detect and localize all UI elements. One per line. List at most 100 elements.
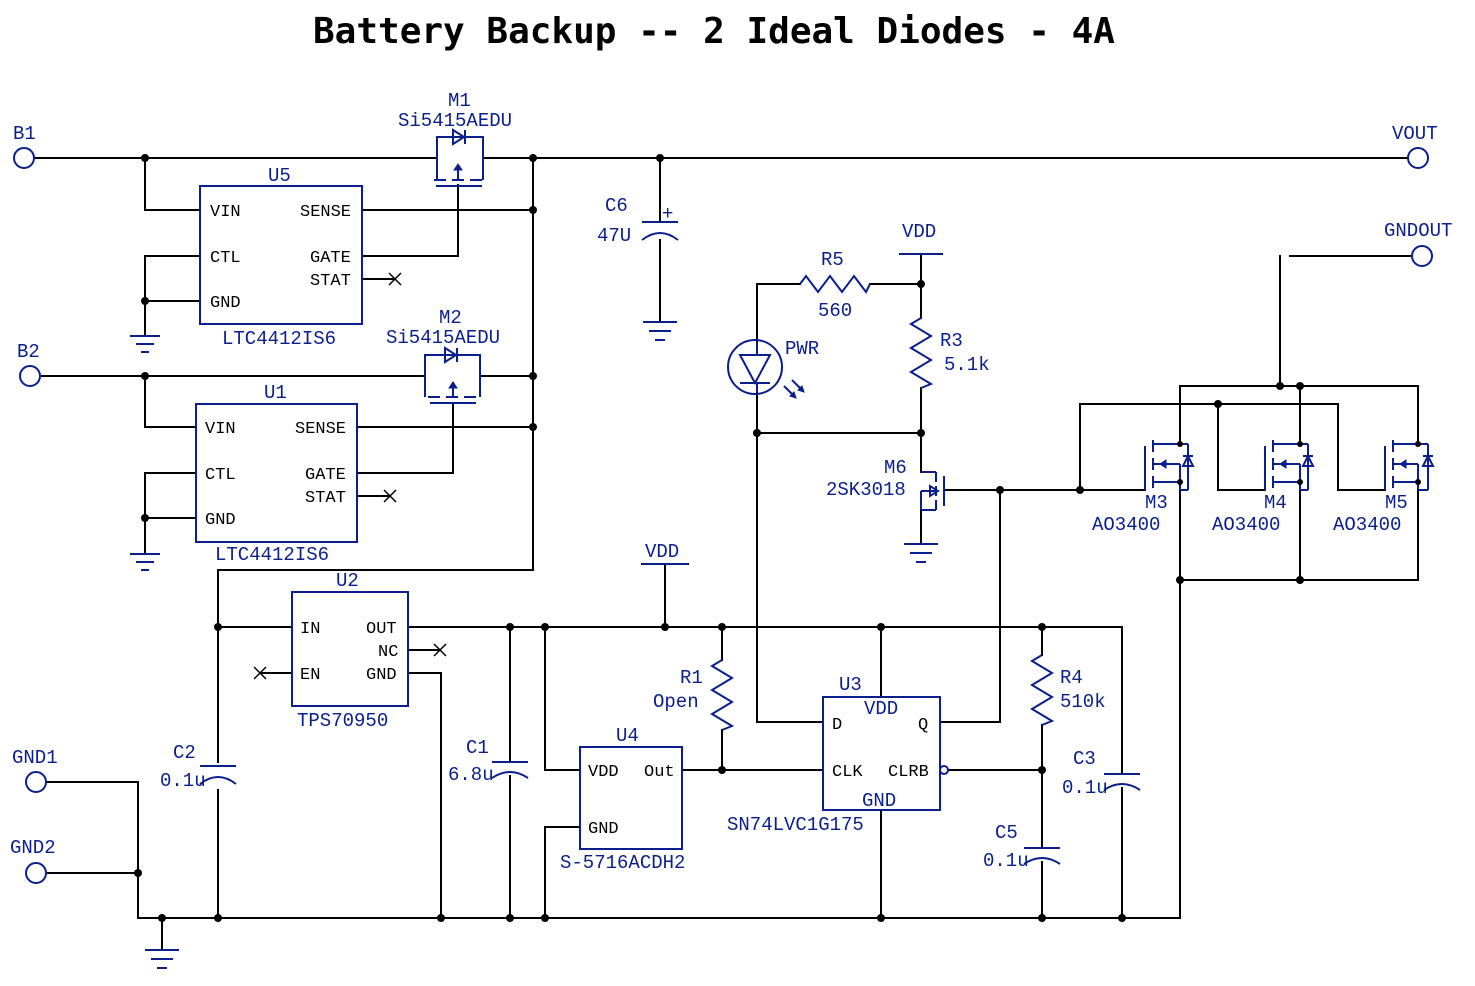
mosfet-m5[interactable]: M5 AO3400 <box>1333 440 1435 536</box>
port-gndout-label: GNDOUT <box>1384 220 1452 242</box>
c6-polarity: + <box>662 203 673 225</box>
u5-pin-gnd: GND <box>210 294 241 313</box>
capacitor-c2[interactable]: C2 0.1u <box>160 742 237 792</box>
c6-ref: C6 <box>605 195 628 217</box>
u2-pin-en: EN <box>300 666 320 685</box>
no-connect-marks <box>253 272 447 680</box>
u5-pin-gate: GATE <box>310 249 351 268</box>
junction-dot <box>158 914 166 922</box>
u4-pin-gnd: GND <box>588 820 619 839</box>
resistor-r3[interactable]: R3 5.1k <box>909 317 990 389</box>
ic-u4[interactable]: U4 S-5716ACDH2 VDD Out GND <box>560 725 685 874</box>
u4-pin-out: Out <box>644 763 675 782</box>
junction-dot <box>1118 914 1126 922</box>
u3-pin-q: Q <box>918 716 928 735</box>
junction-dots <box>134 154 1304 922</box>
r1-value: Open <box>653 691 699 713</box>
u4-ref: U4 <box>616 725 639 747</box>
port-gnd2[interactable]: GND2 <box>10 837 56 884</box>
u5-part: LTC4412IS6 <box>222 328 336 350</box>
port-vout-label: VOUT <box>1392 123 1438 145</box>
junction-dot <box>529 372 537 380</box>
mosfet-m4[interactable]: M4 AO3400 <box>1212 440 1315 536</box>
ground-symbol-m6 <box>904 543 938 563</box>
ground-symbol-c6 <box>643 321 677 341</box>
port-b2[interactable]: B2 <box>17 341 41 387</box>
ic-u3[interactable]: U3 SN74LVC1G175 D CLK VDD Q CLRB GND <box>727 674 949 836</box>
u2-pin-in: IN <box>300 620 320 639</box>
m3-part: AO3400 <box>1092 514 1160 536</box>
m3-ref: M3 <box>1145 492 1168 514</box>
junction-dot <box>661 623 669 631</box>
u2-part: TPS70950 <box>297 710 388 732</box>
m1-part: Si5415AEDU <box>398 110 512 132</box>
ic-u5[interactable]: U5 LTC4412IS6 VIN CTL GND SENSE GATE STA… <box>199 165 363 350</box>
junction-dot <box>141 372 149 380</box>
ground-symbol-main <box>145 949 179 969</box>
schematic-title: Battery Backup -- 2 Ideal Diodes - 4A <box>313 11 1115 52</box>
ic-u2[interactable]: U2 TPS70950 IN EN OUT NC GND <box>291 570 409 732</box>
m4-ref: M4 <box>1264 492 1287 514</box>
u1-pin-gate: GATE <box>305 466 346 485</box>
u4-pin-vdd: VDD <box>588 763 619 782</box>
m6-part: 2SK3018 <box>826 479 906 501</box>
port-gnd1[interactable]: GND1 <box>12 747 58 793</box>
port-gndout[interactable]: GNDOUT <box>1384 220 1452 267</box>
c5-value: 0.1u <box>983 850 1029 872</box>
u3-pin-gnd: GND <box>862 790 896 812</box>
u3-pin-clrb: CLRB <box>888 763 929 782</box>
u3-pin-d: D <box>832 716 842 735</box>
c3-ref: C3 <box>1073 748 1096 770</box>
capacitor-c5[interactable]: C5 0.1u <box>983 822 1061 872</box>
led-pwr[interactable]: PWR <box>727 338 819 399</box>
junction-dot <box>1296 382 1304 390</box>
port-vout[interactable]: VOUT <box>1392 123 1438 169</box>
resistor-r1[interactable]: R1 Open <box>653 659 735 731</box>
m6-ref: M6 <box>884 457 907 479</box>
m1-ref: M1 <box>448 90 471 112</box>
port-gnd2-label: GND2 <box>10 837 56 859</box>
capacitor-c1[interactable]: C1 6.8u <box>448 737 529 786</box>
mosfet-m2[interactable]: M2 Si5415AEDU <box>386 307 500 404</box>
no-connect-u2-nc <box>433 643 447 657</box>
junction-dot <box>506 914 514 922</box>
junction-dot <box>529 423 537 431</box>
mosfet-m1[interactable]: M1 Si5415AEDU <box>398 90 512 187</box>
junction-dot <box>1176 576 1184 584</box>
no-connect-u5-stat <box>388 272 402 286</box>
port-b1[interactable]: B1 <box>13 123 36 169</box>
u5-ref: U5 <box>268 165 291 187</box>
port-b2-label: B2 <box>17 341 40 363</box>
junction-dot <box>437 914 445 922</box>
r1-ref: R1 <box>680 667 703 689</box>
mosfet-m3[interactable]: M3 AO3400 <box>1092 440 1195 536</box>
c3-value: 0.1u <box>1062 777 1108 799</box>
junction-dot <box>917 429 925 437</box>
ic-u1[interactable]: U1 LTC4412IS6 VIN CTL GND SENSE GATE STA… <box>195 382 358 566</box>
capacitor-c3[interactable]: C3 0.1u <box>1062 748 1141 799</box>
capacitor-c6[interactable]: + C6 47U <box>597 195 679 247</box>
u3-ref: U3 <box>839 674 862 696</box>
vdd-label-top: VDD <box>902 221 936 243</box>
c2-ref: C2 <box>173 742 196 764</box>
m5-part: AO3400 <box>1333 514 1401 536</box>
junction-dot <box>656 154 664 162</box>
c1-value: 6.8u <box>448 764 494 786</box>
r3-value: 5.1k <box>944 354 990 376</box>
u2-pin-out: OUT <box>366 620 397 639</box>
junction-dot <box>541 623 549 631</box>
port-b1-label: B1 <box>13 123 36 145</box>
resistor-r5[interactable]: R5 560 <box>799 249 871 322</box>
m2-part: Si5415AEDU <box>386 327 500 349</box>
junction-dot <box>1214 400 1222 408</box>
u5-pin-ctl: CTL <box>210 249 241 268</box>
resistor-r4[interactable]: R4 510k <box>1030 654 1106 726</box>
vdd-label-mid: VDD <box>645 541 679 563</box>
r5-value: 560 <box>818 300 852 322</box>
mosfet-m6[interactable]: M6 2SK3018 <box>826 457 945 511</box>
u1-ref: U1 <box>264 382 287 404</box>
r4-value: 510k <box>1060 691 1106 713</box>
u5-pin-sense: SENSE <box>300 203 351 222</box>
u3-part: SN74LVC1G175 <box>727 814 864 836</box>
u3-pin-clk: CLK <box>832 763 863 782</box>
